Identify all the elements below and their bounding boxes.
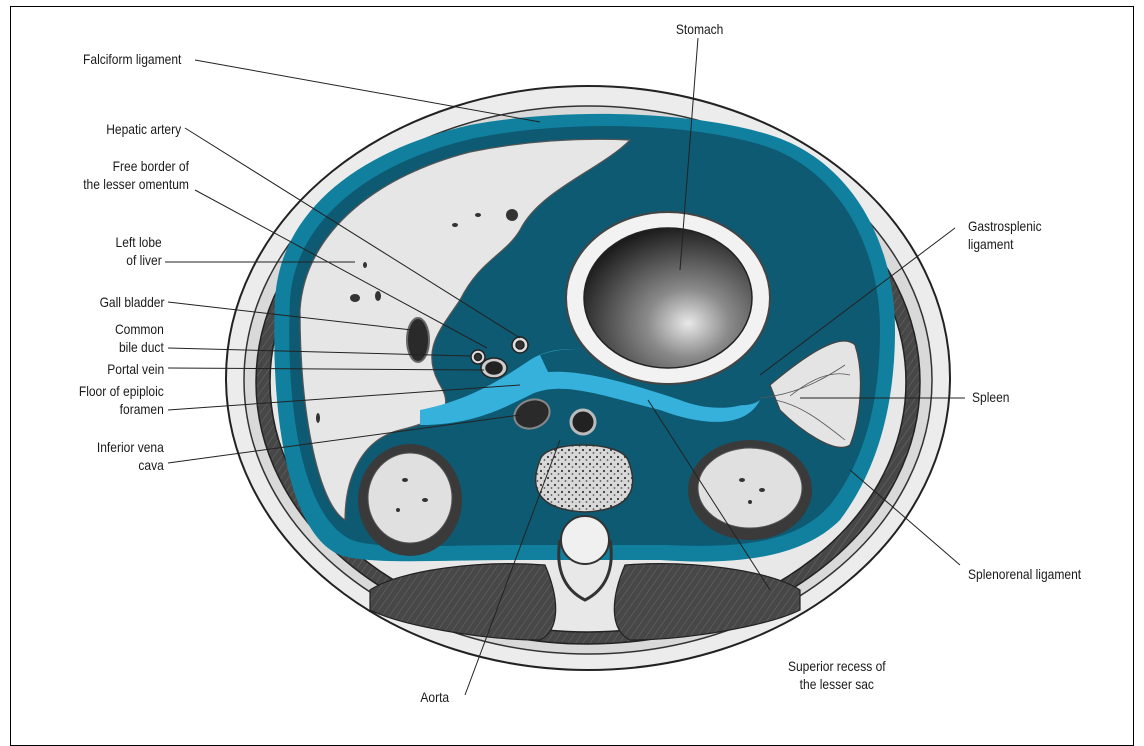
label-gall-bladder: Gall bladder: [99, 293, 164, 311]
label-splenorenal-ligament: Splenorenal ligament: [968, 565, 1081, 583]
label-spleen: Spleen: [972, 388, 1009, 406]
label-left-lobe-liver: Left lobe of liver: [116, 233, 162, 269]
label-portal-vein: Portal vein: [107, 360, 164, 378]
left-kidney: [368, 453, 452, 543]
label-gastrosplenic-ligament: Gastrosplenic ligament: [968, 217, 1042, 253]
label-falciform-ligament: Falciform ligament: [83, 50, 181, 68]
label-aorta: Aorta: [420, 688, 449, 706]
label-free-border-lesser-omentum: Free border of the lesser omentum: [83, 157, 189, 193]
vertebral-body: [536, 445, 633, 512]
label-inferior-vena-cava: Inferior vena cava: [97, 438, 164, 474]
spinal-canal: [561, 516, 609, 564]
right-kidney: [698, 448, 802, 528]
label-common-bile-duct: Common bile duct: [115, 320, 164, 356]
label-stomach: Stomach: [676, 20, 724, 38]
label-floor-epiploic-foramen: Floor of epiploic foramen: [79, 382, 164, 418]
label-superior-recess-lesser-sac: Superior recess of the lesser sac: [788, 657, 886, 693]
label-hepatic-artery: Hepatic artery: [106, 120, 181, 138]
stomach-lumen: [584, 228, 752, 368]
gall-bladder: [407, 318, 429, 362]
aorta: [571, 410, 595, 434]
